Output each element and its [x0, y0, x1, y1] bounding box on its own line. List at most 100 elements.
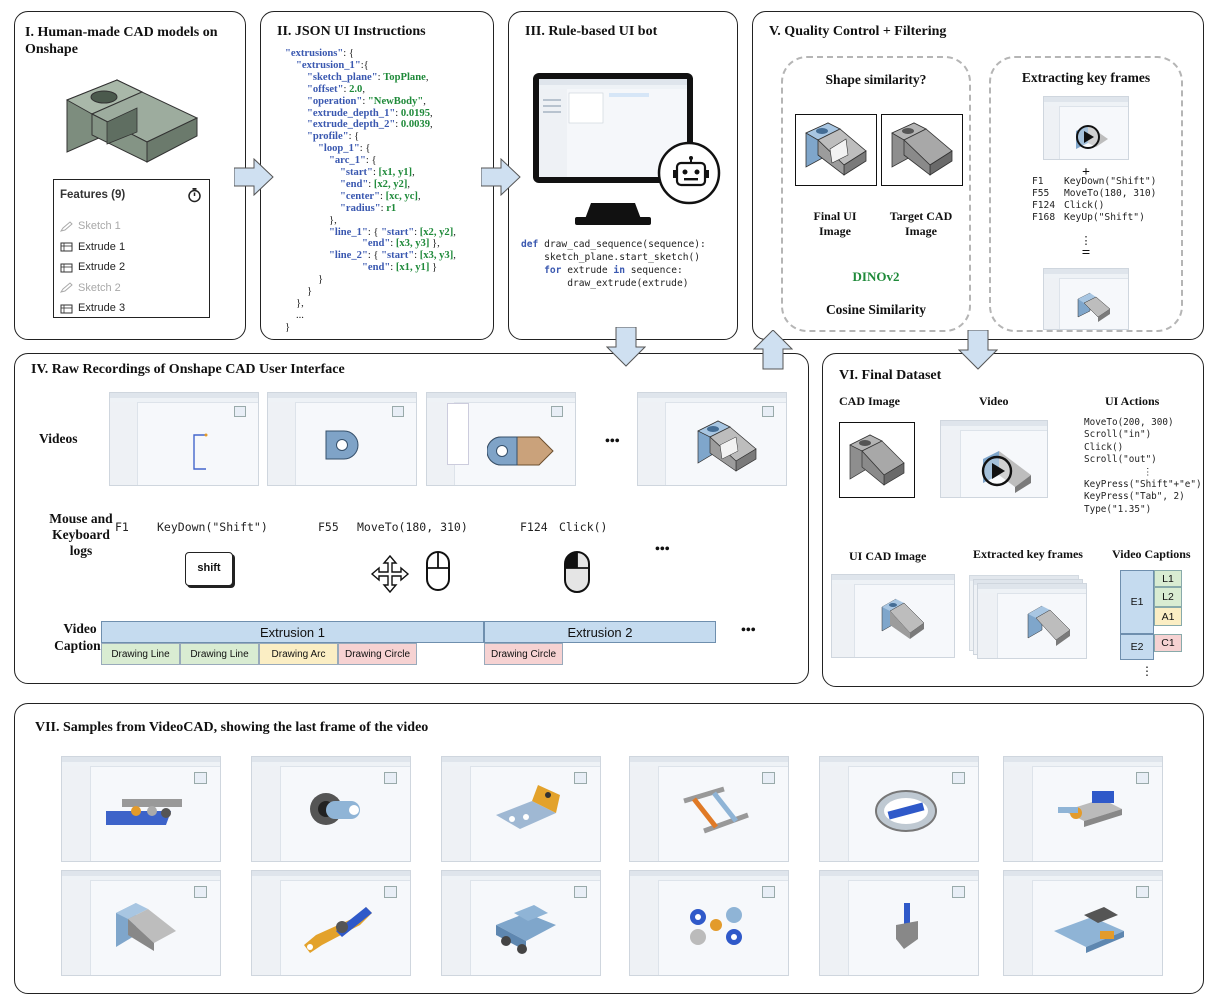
caption-cell: Drawing Line — [180, 643, 259, 665]
final-ui-label: Final UI Image — [813, 209, 857, 238]
shape-similarity-box — [781, 56, 971, 332]
sample-frame-small-post — [819, 870, 979, 976]
cosine-similarity-label: Cosine Similarity — [825, 302, 927, 317]
videos-ellipsis: ••• — [605, 434, 620, 449]
feature-item-sketch[interactable]: Sketch 1 — [59, 220, 121, 232]
json-line: "center": [xc, yc], — [340, 190, 421, 202]
log-action: MoveTo(180, 310) — [1064, 188, 1157, 199]
sample-frame-ring-disk — [819, 756, 979, 862]
monitor-icon — [533, 73, 721, 225]
extracted-key-frames-label: Extracted key frames — [973, 547, 1083, 561]
ui-cad-image-label: UI CAD Image — [849, 549, 927, 563]
sample-frame-link-arm — [251, 870, 411, 976]
log-action: Click() — [1064, 200, 1105, 211]
json-line: }, — [329, 214, 337, 226]
frame-id: F168 — [1032, 212, 1056, 223]
feature-item-extrude[interactable]: Extrude 2 — [60, 261, 125, 273]
target-cad-image — [881, 114, 963, 186]
mouse-click-icon — [564, 551, 590, 593]
video-frame-1 — [109, 392, 259, 486]
panel-6-title: VI. Final Dataset — [839, 368, 942, 383]
sample-frame-ring-bracket — [251, 756, 411, 862]
features-title: Features (9) — [60, 189, 126, 201]
json-line: "end": [x3, y3] }, — [362, 238, 440, 250]
caption-cell: Drawing Line — [101, 643, 180, 665]
panel-7-title: VII. Samples from VideoCAD, showing the … — [35, 720, 429, 735]
json-line: ... — [296, 309, 304, 321]
sample-frame-rail-assembly — [61, 756, 221, 862]
key-frames-box — [989, 56, 1183, 332]
arrow-5-to-6 — [958, 330, 998, 370]
dinov2-label: DINOv2 — [852, 269, 900, 284]
arrow-1-to-2 — [234, 158, 274, 196]
key-frames-title: Extracting key frames — [1021, 70, 1151, 85]
sample-frame-stepped-block — [1003, 756, 1163, 862]
json-line: "extrusion_1":{ — [296, 59, 369, 71]
json-line: "loop_1": { — [318, 143, 371, 155]
json-line: "arc_1": { — [329, 155, 377, 167]
panel-raw-recordings: IV. Raw Recordings of Onshape CAD User I… — [14, 353, 809, 684]
sample-frame-stepped-plate — [1003, 870, 1163, 976]
final-video-thumb — [940, 420, 1048, 498]
caption-a1: A1 — [1154, 607, 1182, 626]
caption-l1: L1 — [1154, 570, 1182, 587]
json-line: "offset": 2.0, — [307, 83, 365, 95]
feature-item-extrude[interactable]: Extrude 1 — [60, 241, 125, 253]
extrude-icon — [60, 262, 73, 273]
feature-label: Extrude 2 — [78, 261, 126, 273]
json-line: } — [307, 286, 313, 297]
ui-action: Click() — [1084, 441, 1124, 453]
cad-image-label: CAD Image — [839, 394, 900, 408]
feature-label: Sketch 1 — [78, 220, 121, 232]
final-ui-image — [795, 114, 877, 186]
sample-frame-handle-frame — [629, 756, 789, 862]
video-captions-label: Video Captions — [54, 621, 106, 653]
caption-e1: E1 — [1120, 570, 1154, 634]
panel-ui-bot: III. Rule-based UI bot def draw_cad_sequ… — [508, 11, 738, 340]
caption-cell: Drawing Arc — [259, 643, 338, 665]
frame-id: F1 — [1032, 176, 1044, 187]
raw-frame-id: F124 — [520, 520, 548, 534]
json-line: "sketch_plane": TopPlane, — [307, 71, 429, 83]
captions-ellipsis: ••• — [741, 623, 756, 638]
panel-samples: VII. Samples from VideoCAD, showing the … — [14, 703, 1204, 994]
caption-more: ⋮ — [1141, 664, 1153, 678]
panel-3-title: III. Rule-based UI bot — [525, 24, 658, 39]
feature-label: Extrude 3 — [78, 302, 126, 314]
caption-cell: Drawing Circle — [338, 643, 417, 665]
equals-sign: = — [1081, 245, 1091, 261]
code-line: def draw_cad_sequence(sequence): — [521, 239, 706, 250]
raw-log-action: MoveTo(180, 310) — [357, 520, 468, 534]
videos-label: Videos — [39, 431, 78, 446]
raw-frame-id: F55 — [318, 520, 339, 534]
cad-model-render — [65, 79, 199, 163]
feature-item-extrude[interactable]: Extrude 3 — [60, 302, 125, 314]
json-line: "extrude_depth_2": 0.0039, — [307, 119, 433, 131]
ui-action: KeyPress("Tab", 2) — [1084, 491, 1185, 503]
feature-item-sketch[interactable]: Sketch 2 — [59, 281, 121, 294]
log-action: KeyUp("Shift") — [1064, 212, 1145, 223]
ui-action: Type("1.35") — [1084, 503, 1152, 515]
sample-frame-spinner — [629, 870, 789, 976]
sample-frame-toy-car — [441, 870, 601, 976]
json-line: "start": [x1, y1], — [340, 167, 415, 178]
ui-action: Scroll("out") — [1084, 454, 1157, 466]
vertical-dots: ⋮ — [1080, 235, 1092, 247]
arrow-2-to-3 — [481, 158, 521, 196]
arrow-3-to-4 — [606, 327, 646, 367]
caption-e2: E2 — [1120, 634, 1154, 660]
raw-frame-id: F1 — [115, 520, 129, 534]
panel-4-title: IV. Raw Recordings of Onshape CAD User I… — [31, 362, 345, 377]
json-line: "end": [x1, y1] } — [362, 262, 438, 274]
json-line: "line_1": { "start": [x2, y2], — [329, 226, 456, 238]
panel-quality-control: V. Quality Control + Filtering Shape sim… — [752, 11, 1204, 340]
logs-ellipsis: ••• — [655, 542, 670, 557]
key-frame-result-thumb — [1043, 268, 1129, 330]
ui-actions-label: UI Actions — [1105, 394, 1160, 408]
caption-c1: C1 — [1154, 634, 1182, 652]
feature-label: Sketch 2 — [78, 281, 121, 294]
caption-cell: Drawing Circle — [484, 643, 563, 665]
panel-5-title: V. Quality Control + Filtering — [769, 24, 947, 39]
json-line: "line_2": { "start": [x3, y3], — [329, 250, 456, 262]
move-arrows-icon — [370, 554, 410, 594]
